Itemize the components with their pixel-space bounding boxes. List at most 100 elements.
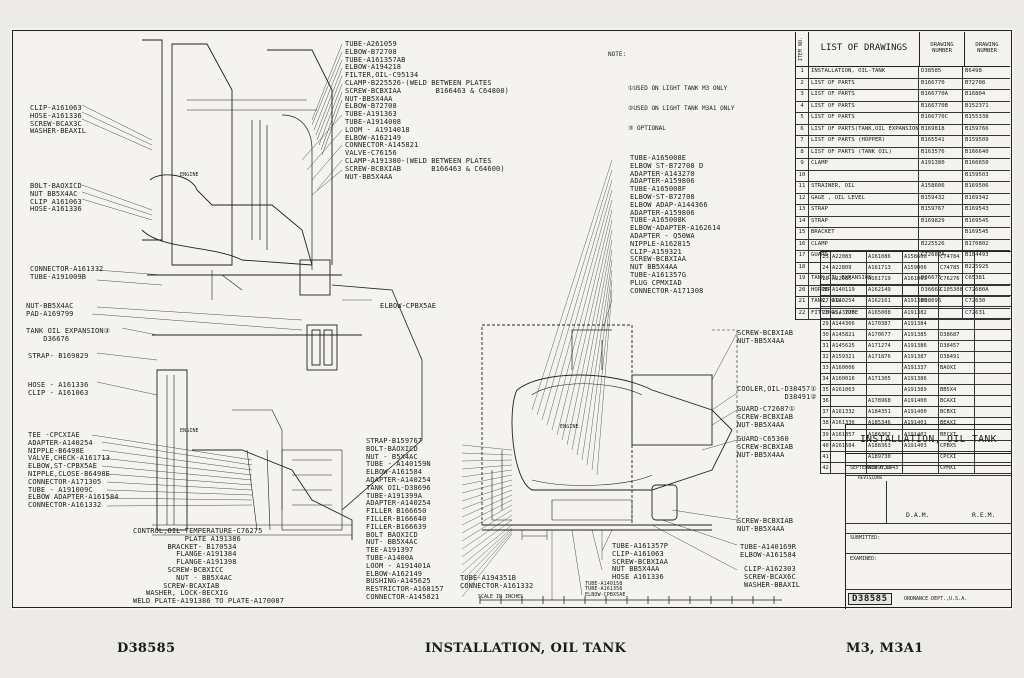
drawing-number-cell-2: B155338 <box>965 114 989 121</box>
engine-label: ENGINE <box>560 424 579 430</box>
part-number-cell <box>939 296 975 307</box>
parts-row-number: 40 <box>821 440 831 451</box>
title-block-title: INSTALLATION, OIL TANK <box>846 425 1011 454</box>
part-number-cell: C76276 <box>939 274 975 285</box>
drawing-number-cell: A158606 <box>919 182 963 193</box>
part-number-cell: A191400 <box>903 407 939 418</box>
item-number: 14 <box>796 216 809 227</box>
part-number-cell: A161719 <box>867 274 903 285</box>
parts-row-number: 42 <box>821 462 831 473</box>
part-number-cell: A161336 <box>831 418 867 429</box>
list-header: ITEM NO. LIST OF DRAWINGS DRAWING NUMBER… <box>796 32 1010 67</box>
parts-row-number: 36 <box>821 396 831 407</box>
drawing-number-cell: B169829 <box>919 216 963 227</box>
part-number-cell <box>867 362 903 374</box>
drawing-number-cell-2: B152371 <box>965 102 989 109</box>
callout-screw-1: SCREW-BCBXIAB NUT-BB5X4AA <box>737 329 794 345</box>
item-number: 11 <box>796 182 809 193</box>
drawing-number-cell-2: B166650 <box>965 160 989 167</box>
checked-by: R.E.M. <box>972 511 996 519</box>
part-number-cell: A191384 <box>903 318 939 329</box>
part-number-cell: A145625 <box>831 340 867 351</box>
item-number: 18 <box>796 262 809 273</box>
part-number-cell: C74784 <box>939 252 975 263</box>
callout-guard-1: GUARD-C72687① SCREW-BCBXIAB NUT-BB5X4AA <box>737 405 796 429</box>
part-number-cell: A22085 <box>831 274 867 285</box>
part-number-cell: A22809 <box>831 263 867 274</box>
part-number-cell: A160006 <box>831 362 867 374</box>
scale-label: SCALE IN INCHES <box>478 594 524 600</box>
drawing-number-cell: D36662 <box>919 285 963 296</box>
part-number-cell: A170387 <box>867 318 903 329</box>
drawing-number-cell-2: B169543 <box>965 206 989 213</box>
parts-row-number: 41 <box>821 451 831 462</box>
item-number: 6 <box>796 124 809 135</box>
part-number-cell: A191386 <box>903 374 939 385</box>
drawing-number-cell: B166770B <box>919 101 963 112</box>
parts-row-number: 34 <box>821 374 831 385</box>
parts-row-number: 25 <box>821 274 831 285</box>
drawing-number-cell: B159767 <box>919 205 963 216</box>
parts-row-number: 35 <box>821 385 831 396</box>
part-number-cell: CPCXI <box>939 451 975 462</box>
drawing-number-cell-2: B225925 <box>965 263 989 270</box>
part-number-cell: A191389 <box>903 385 939 396</box>
item-number: 1 <box>796 67 809 78</box>
drawing-number-cell: B169818 <box>919 124 963 135</box>
drawing-number-cell-2: C72631 <box>965 309 986 316</box>
parts-row-number: 33 <box>821 362 831 374</box>
part-number-cell: A165008 <box>867 307 903 318</box>
callout-group-bottom-tube: TUBE-A194351B CONNECTOR-A161332 <box>460 574 534 590</box>
drawing-number-cell-2: B169545 <box>965 217 989 224</box>
drawing-number-cell-2: B169545 <box>965 229 989 236</box>
drawing-number-cell <box>919 170 963 181</box>
part-number-cell: BB5X4 <box>939 385 975 396</box>
part-number-cell: BEAXI <box>939 418 975 429</box>
drawing-title: BRACKET <box>809 228 919 239</box>
callout-clip: CLIP-A162303 SCREW-BCAX6C WASHER-BBAXIL <box>744 565 801 589</box>
item-number: 10 <box>796 170 809 181</box>
revisions-label: REVISIONS <box>858 476 883 481</box>
drawing-title: STRAP <box>809 205 919 216</box>
drawing-title: TANK,OIL EXPANSION <box>809 274 919 285</box>
drawing-number-cell: D38696 <box>919 297 963 308</box>
ordnance-label: ORDNANCE DEPT.,U.S.A. <box>904 596 968 602</box>
part-number-cell: A191337 <box>903 362 939 374</box>
item-number: 19 <box>796 274 809 285</box>
part-number-cell <box>831 396 867 407</box>
part-number-cell <box>903 285 939 296</box>
drawing-number-cell: A191380 <box>919 159 963 170</box>
item-number: 5 <box>796 113 809 124</box>
item-number: 12 <box>796 193 809 204</box>
drawing-title: CLAMP <box>809 159 919 170</box>
part-number-cell: A140119 <box>831 285 867 296</box>
item-number: 15 <box>796 228 809 239</box>
part-number-cell: A159006 <box>903 263 939 274</box>
callout-tube-a: TUBE-A140169R ELBOW-A161584 <box>740 543 797 559</box>
part-number-cell <box>903 462 939 473</box>
part-number-cell: A185346 <box>867 418 903 429</box>
parts-row-number: 23 <box>821 252 831 263</box>
drawing-number: D38585 <box>848 593 892 605</box>
drawing-number-cell: D36676 <box>919 274 963 285</box>
part-number-cell: A161003 <box>903 274 939 285</box>
drawing-title <box>809 262 919 273</box>
drawing-title: STRAP <box>809 216 919 227</box>
callout-group-left-tee: TEE -CPCXIAE ADAPTER-A140254 NIPPLE-B649… <box>28 431 119 510</box>
item-number: 8 <box>796 147 809 158</box>
parts-row-number: 39 <box>821 429 831 440</box>
part-number-cell <box>831 451 867 462</box>
item-number: 9 <box>796 159 809 170</box>
